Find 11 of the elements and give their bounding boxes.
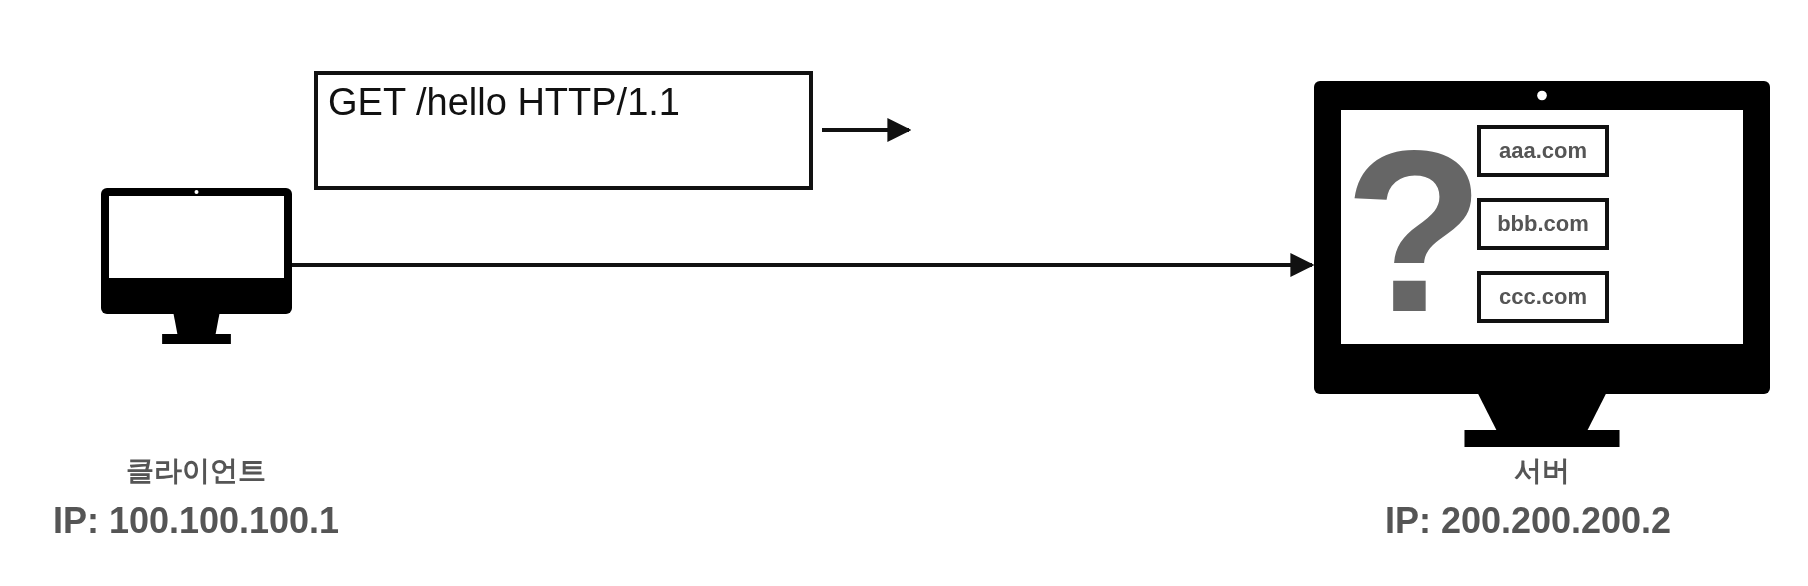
ip-address: IP: 200.200.200.2 — [1383, 500, 1673, 542]
arrow — [822, 118, 912, 142]
domain-box: ccc.com — [1477, 271, 1609, 323]
domain-box: aaa.com — [1477, 125, 1609, 177]
device-name: 서버 — [1513, 454, 1571, 488]
message-box: GET /hello HTTP/1.1 — [314, 71, 813, 190]
ip-address: IP: 100.100.100.1 — [51, 500, 341, 542]
monitor-drawing — [101, 188, 292, 344]
domain-box: bbb.com — [1477, 198, 1609, 250]
arrow — [292, 253, 1315, 277]
device-name: 클라이언트 — [125, 454, 267, 488]
